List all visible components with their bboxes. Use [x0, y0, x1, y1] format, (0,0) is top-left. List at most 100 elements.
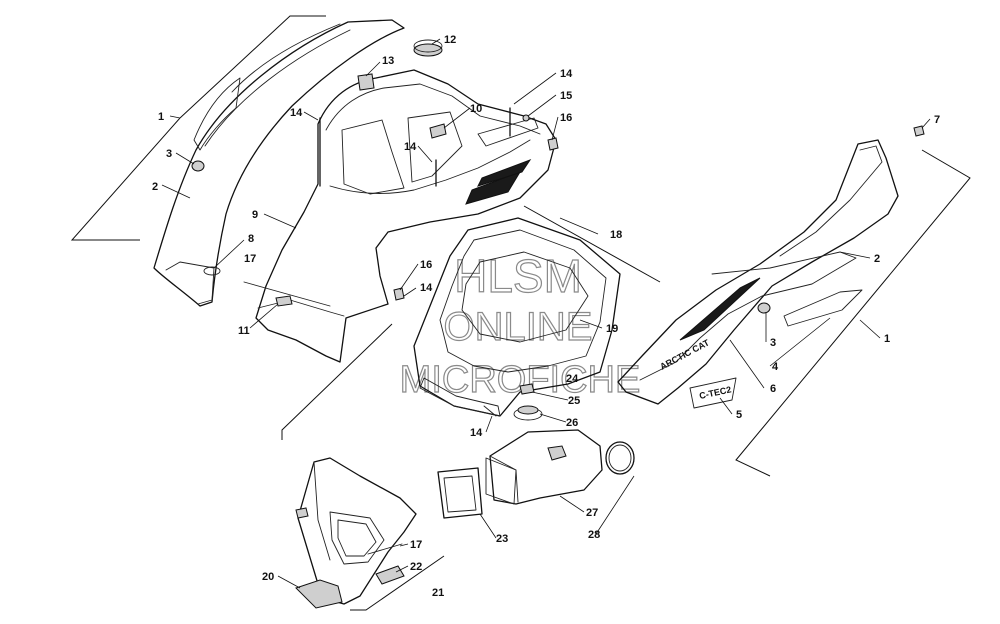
fastener-part-7[interactable] — [913, 125, 925, 137]
callout-16-hood[interactable]: 16 — [560, 112, 572, 124]
callouts: 1 2 3 8 9 17 11 13 12 14 10 14 14 15 16 … — [152, 34, 940, 599]
callout-25[interactable]: 25 — [568, 395, 580, 407]
left-side-panel-assembly[interactable] — [70, 15, 405, 307]
callout-22[interactable]: 22 — [410, 561, 422, 573]
callout-17-nose[interactable]: 17 — [410, 539, 422, 551]
intake-clip — [547, 445, 567, 461]
intake-boot-part-27[interactable] — [489, 429, 603, 505]
callout-14-airbox[interactable]: 14 — [420, 282, 433, 294]
screw-part-17-a[interactable] — [243, 281, 331, 307]
gasket-part-23[interactable] — [437, 467, 483, 519]
decal-part-11[interactable] — [275, 295, 293, 307]
airbox-lower-flange — [419, 377, 501, 417]
callout-16-airbox[interactable]: 16 — [420, 259, 432, 271]
group-bracket-hood — [281, 323, 393, 440]
callout-1-right[interactable]: 1 — [884, 333, 890, 345]
clamp-part-28[interactable] — [605, 441, 635, 475]
clamp-part-28-inner — [608, 444, 632, 472]
hood-part-9[interactable] — [255, 69, 557, 363]
lower-nose-fold — [313, 461, 331, 561]
nose-fastener — [295, 507, 309, 519]
callout-2-right[interactable]: 2 — [874, 253, 880, 265]
screw-part-17-b[interactable] — [367, 543, 403, 555]
callout-14-hood-center[interactable]: 14 — [404, 141, 417, 153]
leader-lines — [161, 38, 931, 589]
group-bracket-airbox — [523, 205, 661, 283]
callout-12[interactable]: 12 — [444, 34, 456, 46]
callout-18[interactable]: 18 — [610, 229, 622, 241]
callout-2[interactable]: 2 — [152, 181, 158, 193]
hood-assembly[interactable] — [243, 39, 559, 440]
callout-19[interactable]: 19 — [606, 323, 618, 335]
airbox-floor — [461, 251, 589, 343]
bracket-part-13[interactable] — [357, 73, 375, 91]
callout-6[interactable]: 6 — [770, 383, 776, 395]
decal-part-5[interactable] — [689, 377, 737, 409]
fastener-part-15[interactable] — [522, 114, 530, 122]
nose-assembly[interactable] — [295, 457, 445, 611]
callout-11[interactable]: 11 — [238, 325, 250, 337]
grommet-part-3-b[interactable] — [757, 302, 771, 314]
side-panel-right-edge — [779, 145, 883, 257]
decal-part-22[interactable] — [375, 565, 405, 585]
clip-part-10[interactable] — [429, 123, 447, 139]
callout-1[interactable]: 1 — [158, 111, 164, 123]
cap-part-12-top — [413, 39, 443, 53]
grommet-part-26-top — [517, 405, 539, 415]
callout-4[interactable]: 4 — [772, 361, 779, 373]
callout-23[interactable]: 23 — [496, 533, 508, 545]
callout-14-hood-right[interactable]: 14 — [560, 68, 573, 80]
callout-17[interactable]: 17 — [244, 253, 256, 265]
bracket-part-20[interactable] — [295, 579, 343, 609]
lower-nose-opening-inner — [337, 519, 377, 557]
clip-part-25[interactable] — [519, 383, 535, 395]
side-panel-left-vent — [193, 77, 241, 151]
screw-part-14-e[interactable] — [483, 405, 497, 417]
callout-27[interactable]: 27 — [586, 507, 598, 519]
cap-part-12[interactable] — [413, 43, 443, 57]
callout-9[interactable]: 9 — [252, 209, 258, 221]
callout-8[interactable]: 8 — [248, 233, 254, 245]
callout-28[interactable]: 28 — [588, 529, 600, 541]
panel-insert-part-4[interactable] — [783, 289, 863, 327]
nut-part-16-a[interactable] — [547, 137, 559, 151]
callout-21[interactable]: 21 — [432, 587, 444, 599]
callout-14-airbox-lower[interactable]: 14 — [470, 427, 483, 439]
lower-nose-opening — [329, 511, 385, 565]
intake-assembly[interactable] — [437, 429, 635, 519]
callout-3-right[interactable]: 3 — [770, 337, 776, 349]
group-bracket-left-top — [179, 15, 326, 119]
callout-3[interactable]: 3 — [166, 148, 172, 160]
callout-24[interactable]: 24 — [566, 373, 579, 385]
callout-13[interactable]: 13 — [382, 55, 394, 67]
hood-opening-center — [407, 111, 463, 183]
watermark-line-3: MICROFICHE — [400, 359, 641, 401]
model-decal-text: C-TEC2 — [698, 384, 732, 401]
nut-part-16-b[interactable] — [393, 287, 405, 301]
side-panel-right-inner — [639, 251, 857, 381]
side-panel-right[interactable] — [617, 139, 899, 405]
callout-5[interactable]: 5 — [736, 409, 742, 421]
airbox-assembly[interactable] — [413, 205, 661, 421]
watermark-line-2: ONLINE — [444, 305, 593, 349]
group-bracket-left-bottom — [70, 117, 181, 241]
side-panel-left[interactable] — [153, 19, 405, 307]
gasket-part-23-inner — [443, 475, 477, 513]
grommet-part-3[interactable] — [191, 160, 205, 172]
airbox-inner-rim — [439, 229, 607, 373]
group-bracket-right — [735, 149, 971, 477]
callout-10[interactable]: 10 — [470, 103, 482, 115]
seal-part-8[interactable] — [203, 266, 221, 276]
callout-14-hood-left[interactable]: 14 — [290, 107, 303, 119]
callout-15[interactable]: 15 — [560, 90, 572, 102]
airbox-part-18[interactable] — [413, 217, 621, 417]
side-panel-right-stripe — [679, 277, 761, 341]
callout-7[interactable]: 7 — [934, 114, 940, 126]
side-panel-left-trim — [231, 23, 341, 93]
right-side-panel-assembly[interactable]: C-TEC2 ARCTIC CAT — [617, 125, 971, 477]
watermark-line-1: HLSM — [454, 250, 582, 302]
callout-20[interactable]: 20 — [262, 571, 274, 583]
callout-26[interactable]: 26 — [566, 417, 578, 429]
